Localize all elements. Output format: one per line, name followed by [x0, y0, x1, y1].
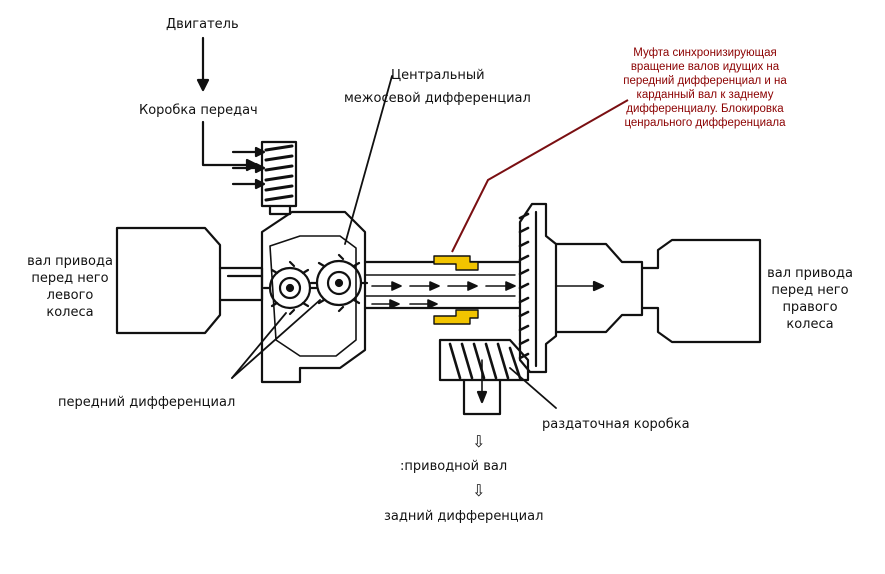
rear-output-shaft: [462, 359, 502, 416]
engine-label: Двигатель: [166, 17, 239, 32]
gearbox-label: Коробка передач: [139, 103, 258, 118]
central-differential-gear: [309, 253, 369, 313]
synchronizing-clutch: [433, 255, 479, 325]
annotation-line: вращение валов идущих на: [630, 61, 780, 73]
gearbox-flow-line: [201, 120, 259, 172]
driveshaft-label: :приводной вал: [400, 459, 508, 474]
central-diff-label-line1: Центральный: [391, 68, 485, 83]
ring-gear: [518, 202, 558, 374]
transfer-case-label: раздаточная коробка: [542, 417, 690, 432]
rear-diff-label: задний дифференциал: [384, 509, 544, 524]
central-diff-label-line2: межосевой дифференциал: [344, 91, 531, 106]
note-leader-line: [451, 99, 629, 253]
annotation-line: дифференциалу. Блокировка: [626, 103, 784, 115]
left-wheel-shaft: [115, 226, 264, 335]
bevel-pinion: [438, 338, 530, 382]
front-diff-label: передний дифференциал: [58, 395, 236, 410]
right-wheel-label-line: вал привода: [767, 266, 853, 281]
annotation-line: Муфта синхронизирующая: [633, 47, 777, 59]
down-arrow-icon: ⇩: [472, 432, 486, 451]
right-wheel-shaft: [640, 238, 762, 344]
left-wheel-label: вал привода перед него левого колеса: [22, 253, 118, 321]
left-wheel-label-line: вал привода: [27, 254, 113, 269]
main-shaft: [363, 260, 522, 310]
annotation-line: ценрального дифференциала: [624, 117, 786, 129]
power-flow-arrows: [371, 281, 516, 309]
left-wheel-label-line: перед него: [31, 271, 109, 286]
clutch-annotation: Муфта синхронизирующая вращение валов ид…: [595, 46, 815, 130]
right-wheel-label: вал привода перед него правого колеса: [762, 265, 858, 333]
left-wheel-label-line: колеса: [46, 305, 94, 320]
leader-lines: [231, 75, 557, 409]
right-wheel-label-line: колеса: [786, 317, 834, 332]
down-arrow-icon: ⇩: [472, 481, 486, 500]
right-wheel-label-line: правого: [782, 300, 838, 315]
left-wheel-label-line: левого: [46, 288, 94, 303]
annotation-line: передний дифференциал и на: [623, 75, 787, 87]
right-wheel-label-line: перед него: [771, 283, 849, 298]
transfer-case-housing: [554, 242, 644, 334]
engine-flow-arrow: [196, 36, 210, 92]
annotation-line: карданный вал к заднему: [636, 89, 774, 101]
gearbox-output-gear: [260, 140, 298, 216]
gear-input-arrows: [231, 146, 266, 190]
differential-housing: [260, 210, 367, 384]
front-differential-gear: [262, 260, 318, 316]
